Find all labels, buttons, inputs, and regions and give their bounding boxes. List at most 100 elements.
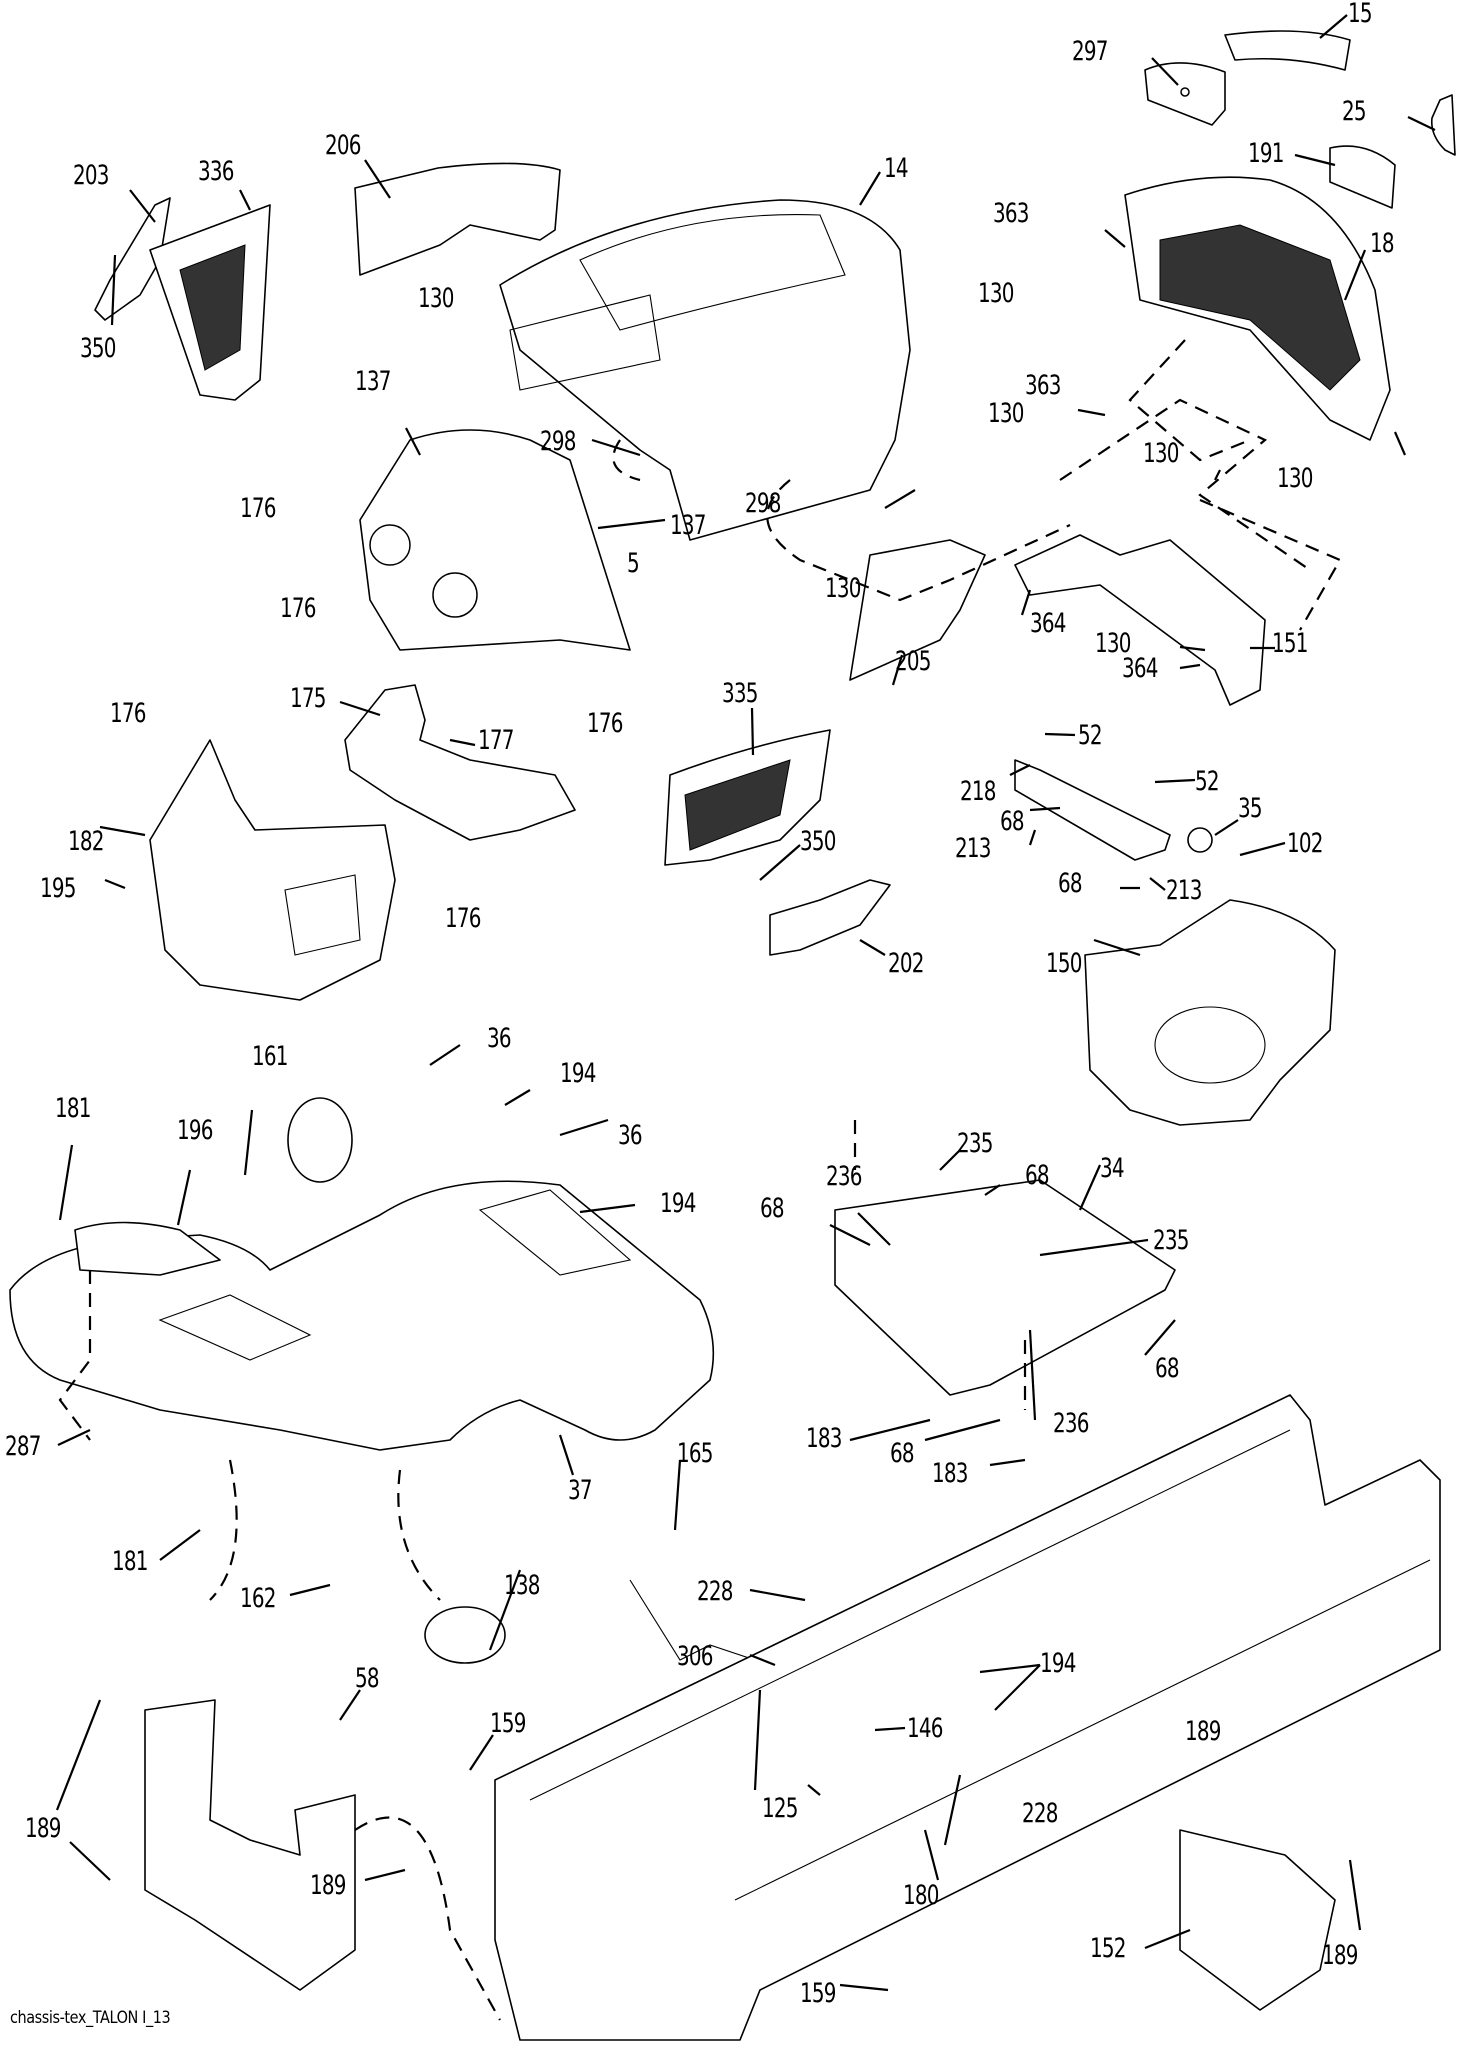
callout-297: 297 [1072,36,1108,67]
leader-lines [55,14,1436,1992]
callout-176-dash-lower: 176 [280,593,316,624]
callout-151: 151 [1272,628,1308,659]
callout-350-lower: 350 [800,826,836,857]
callout-228-bottom: 228 [1022,1798,1058,1829]
assembly-line [1059,398,1311,571]
callout-68-34-bottom: 68 [890,1438,915,1469]
callout-196: 196 [177,1115,213,1146]
callout-150: 150 [1046,948,1082,979]
callout-306: 306 [677,1641,713,1672]
part-336-mesh [179,244,246,371]
callout-206: 206 [325,130,361,161]
callout-137-top: 137 [355,366,391,397]
part-37-fender [9,1180,715,1451]
callout-161: 161 [252,1041,288,1072]
diagram-caption: chassis-tex_TALON I_13 [10,2008,171,2028]
assembly-line [354,1816,501,2021]
callout-130-bracket: 130 [1095,628,1131,659]
callout-189-right-bottom: 189 [1322,1940,1358,1971]
assembly-line [397,1469,441,1601]
callout-37: 37 [568,1475,593,1506]
callout-189-bracket: 189 [310,1870,346,1901]
callout-191: 191 [1248,138,1284,169]
assembly-line [58,1270,92,1441]
callout-159-bottom: 159 [800,1978,836,2009]
callout-25: 25 [1342,96,1367,127]
callout-364-top: 364 [1030,608,1066,639]
assembly-line [1128,339,1251,462]
callout-203: 203 [73,160,109,191]
callout-183-left: 183 [806,1423,842,1454]
callout-236-top: 236 [826,1161,862,1192]
assembly-line [766,479,1071,602]
callout-176-dash-left: 176 [240,493,276,524]
callout-287: 287 [5,1431,41,1462]
callout-228-top: 228 [697,1576,733,1607]
part-218-plate [1014,759,1171,861]
callout-138: 138 [504,1570,540,1601]
part-5-dash [359,429,631,651]
part-297-hole [1180,87,1190,97]
callout-176-dash-right: 176 [587,708,623,739]
part-206-panel [354,162,561,276]
callout-5: 5 [627,548,640,579]
callout-152: 152 [1090,1933,1126,1964]
part-150-ring [1154,1006,1266,1084]
callout-176-lower-dash-right: 176 [445,903,481,934]
callout-363-mid: 363 [1025,370,1061,401]
callout-68-34-right: 68 [1155,1353,1180,1384]
part-138-boot [424,1606,506,1664]
callout-235-right: 235 [1153,1225,1189,1256]
callout-363-top: 363 [993,198,1029,229]
part-14-front [509,294,661,391]
callout-195: 195 [40,873,76,904]
part-14-vent [579,214,846,331]
callout-298-left: 298 [540,426,576,457]
assembly-line [612,439,641,482]
part-180-frame [494,1394,1441,2041]
callout-130-right: 130 [1277,463,1313,494]
callout-15: 15 [1348,0,1373,29]
callout-68-plate-top: 68 [1000,806,1025,837]
callout-52-left: 52 [1078,720,1103,751]
callout-68-34-top: 68 [1025,1160,1050,1191]
callout-236-bottom: 236 [1053,1408,1089,1439]
callout-218: 218 [960,776,996,807]
part-152-bracket [1179,1829,1336,2011]
callout-14: 14 [884,153,909,184]
part-34-plate [834,1179,1176,1396]
part-151-bracket [1014,534,1266,706]
callout-350-top: 350 [80,333,116,364]
callout-68-plate-bottom: 68 [1058,868,1083,899]
part-58-bracket [144,1699,356,1991]
callout-181-lower: 181 [112,1546,148,1577]
part-161-bezel [287,1097,353,1183]
callout-162: 162 [240,1583,276,1614]
callout-177: 177 [478,725,514,756]
callout-202: 202 [888,948,924,979]
assembly-line [1199,498,1342,631]
callout-18: 18 [1370,228,1395,259]
part-180-rail [529,1429,1291,1801]
callout-213-bottom: 213 [1166,875,1202,906]
callout-137-right: 137 [670,510,706,541]
part-5-cupholder [369,524,411,566]
callout-130-lower: 130 [1143,438,1179,469]
callout-102: 102 [1287,828,1323,859]
callout-205: 205 [895,646,931,677]
callout-130-hood: 130 [418,283,454,314]
callout-194-frame: 194 [1040,1648,1076,1679]
callout-189-right-top: 189 [1185,1716,1221,1747]
callout-235-top: 235 [957,1128,993,1159]
part-191-block [1329,145,1396,209]
part-18-mesh [1159,224,1361,391]
callout-189-left: 189 [25,1813,61,1844]
callout-125: 125 [762,1793,798,1824]
callout-34: 34 [1100,1153,1125,1184]
part-202-trim [769,879,891,956]
part-5-socket [432,572,478,618]
callout-130-grille: 130 [978,278,1014,309]
part-335-mesh [684,759,791,851]
